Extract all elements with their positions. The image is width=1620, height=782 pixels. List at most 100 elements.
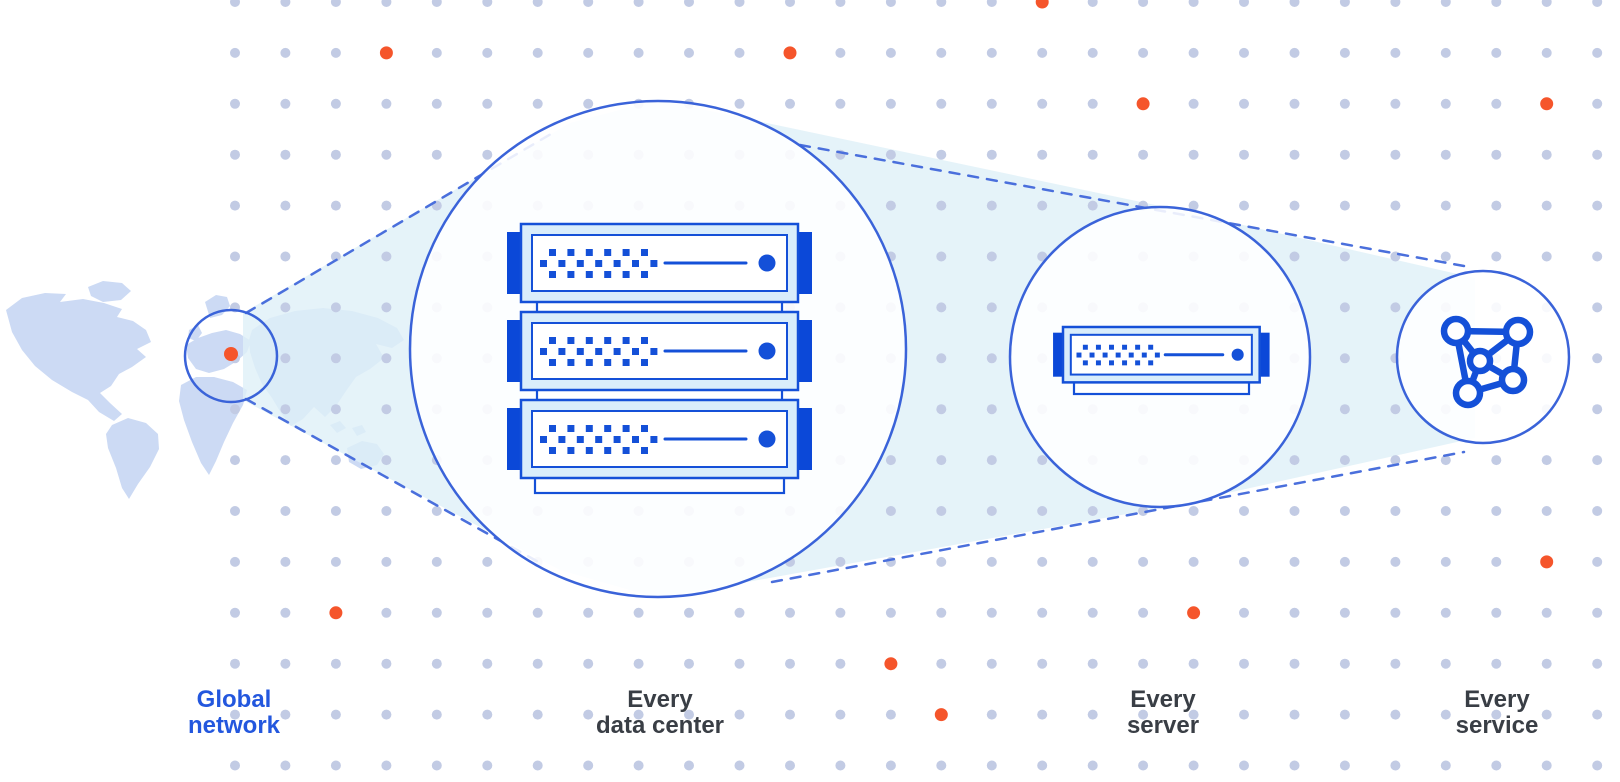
grid-dot bbox=[1037, 47, 1048, 58]
dot-matrix-square bbox=[1122, 344, 1128, 350]
grid-dot bbox=[1390, 47, 1401, 58]
grid-dot bbox=[1289, 709, 1300, 720]
grid-dot bbox=[230, 47, 240, 58]
grid-dot bbox=[734, 760, 745, 771]
grid-dot bbox=[1592, 607, 1603, 618]
grid-dot bbox=[684, 47, 694, 58]
server-faceplate bbox=[531, 322, 788, 380]
grid-dot bbox=[835, 98, 846, 109]
grid-dot bbox=[1440, 251, 1451, 262]
dot-matrix-square bbox=[632, 260, 639, 267]
dot-matrix-square bbox=[1082, 360, 1088, 366]
grid-dot bbox=[633, 658, 644, 669]
grid-dot bbox=[1087, 200, 1098, 211]
dot-matrix-square bbox=[622, 249, 630, 256]
grid-dot bbox=[330, 760, 341, 771]
server-led bbox=[758, 254, 776, 272]
grid-dot bbox=[1087, 760, 1098, 771]
grid-dot bbox=[1138, 556, 1149, 567]
grid-dot bbox=[1592, 353, 1603, 364]
grid-dot bbox=[1541, 709, 1552, 720]
grid-dot bbox=[1289, 200, 1300, 211]
dot-matrix-square bbox=[1109, 360, 1114, 366]
grid-dot bbox=[583, 709, 594, 720]
grid-dot bbox=[330, 98, 341, 109]
grid-dot bbox=[1037, 200, 1048, 211]
grid-dot bbox=[936, 658, 947, 669]
grid-dot bbox=[835, 556, 846, 567]
grid-dot bbox=[1037, 556, 1048, 567]
grid-dot bbox=[1138, 607, 1149, 618]
dot-matrix-square bbox=[1095, 344, 1101, 350]
server-rack-icon bbox=[507, 222, 812, 495]
grid-dot bbox=[1491, 251, 1502, 262]
grid-dot bbox=[684, 658, 694, 669]
grid-dot bbox=[1289, 556, 1300, 567]
grid-dot bbox=[1188, 506, 1199, 516]
grid-dot bbox=[330, 0, 341, 7]
dot-matrix-square bbox=[1109, 344, 1114, 350]
grid-dot bbox=[431, 760, 442, 771]
grid-dot bbox=[381, 200, 392, 211]
grid-dot bbox=[230, 760, 240, 771]
grid-dot bbox=[532, 47, 543, 58]
grid-dot bbox=[1390, 658, 1401, 669]
grid-dot bbox=[785, 760, 795, 771]
dot-matrix-square bbox=[604, 447, 612, 454]
mesh-node bbox=[1452, 377, 1484, 409]
dot-matrix-square bbox=[595, 436, 603, 443]
grid-dot bbox=[835, 47, 846, 58]
grid-dot bbox=[936, 251, 947, 262]
grid-dot bbox=[936, 47, 947, 58]
grid-dot bbox=[1339, 200, 1350, 211]
grid-dot bbox=[1339, 404, 1350, 415]
grid-dot bbox=[1037, 760, 1048, 771]
label-line: Every bbox=[1464, 686, 1530, 713]
grid-dot bbox=[1339, 251, 1350, 262]
label-line: server bbox=[1126, 712, 1200, 739]
label-every-service: Every service bbox=[1456, 687, 1539, 739]
grid-dot bbox=[280, 353, 291, 364]
grid-dot bbox=[986, 47, 997, 58]
grid-dot bbox=[785, 607, 795, 618]
grid-dot bbox=[1592, 302, 1603, 313]
server-led bbox=[758, 342, 776, 360]
grid-dot bbox=[835, 709, 846, 720]
grid-dot bbox=[835, 607, 846, 618]
grid-dot bbox=[230, 98, 240, 109]
grid-dot bbox=[1440, 658, 1451, 669]
grid-dot bbox=[230, 404, 240, 415]
grid-dot bbox=[1491, 556, 1502, 567]
grid-dot bbox=[431, 607, 442, 618]
grid-dot bbox=[1491, 0, 1502, 7]
grid-dot bbox=[1339, 98, 1350, 109]
dot-matrix-square bbox=[576, 436, 584, 443]
grid-dot bbox=[482, 709, 493, 720]
single-server-icon bbox=[1053, 325, 1270, 396]
grid-dot bbox=[1491, 149, 1502, 160]
grid-dot bbox=[1390, 455, 1401, 466]
mesh-node bbox=[1498, 365, 1528, 395]
dot-matrix-square bbox=[1135, 344, 1141, 350]
grid-dot bbox=[583, 98, 594, 109]
grid-dot bbox=[986, 353, 997, 364]
grid-dot bbox=[684, 0, 694, 7]
dot-matrix-square bbox=[1095, 360, 1101, 366]
grid-dot bbox=[1440, 709, 1451, 720]
dot-matrix-square bbox=[1148, 360, 1154, 366]
dot-matrix-square bbox=[549, 337, 556, 344]
grid-dot bbox=[1592, 556, 1603, 567]
grid-dot bbox=[381, 98, 392, 109]
dot-matrix-square bbox=[558, 348, 566, 355]
grid-dot bbox=[230, 0, 240, 7]
dot-matrix-square bbox=[558, 260, 566, 267]
grid-dot bbox=[1239, 98, 1249, 109]
grid-dot bbox=[1239, 556, 1249, 567]
grid-dot bbox=[633, 607, 644, 618]
grid-dot bbox=[1390, 709, 1401, 720]
grid-dot bbox=[734, 658, 745, 669]
map-north-america bbox=[6, 293, 151, 421]
label-line: data center bbox=[595, 712, 725, 739]
grid-dot bbox=[330, 302, 341, 313]
grid-dot bbox=[1541, 149, 1552, 160]
